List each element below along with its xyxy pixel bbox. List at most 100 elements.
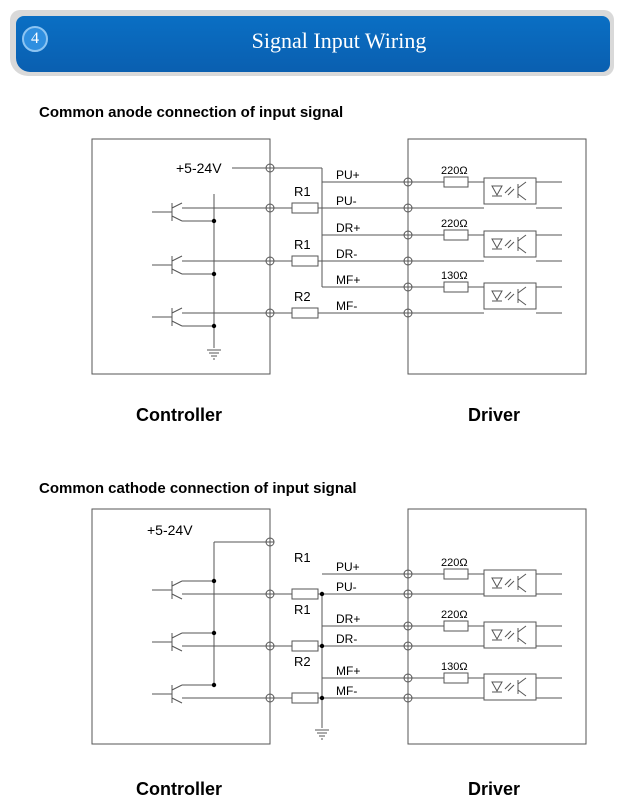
anode-optocoupler-1-photo-e <box>517 246 527 254</box>
cathode-section-title: Common cathode connection of input signa… <box>39 480 357 497</box>
anode-bus-dot-1 <box>211 271 217 277</box>
cathode-wiring-diagram: +5-24VR1R1R2PU+PU-220ΩDR+DR-220ΩMF+MF-13… <box>91 508 587 745</box>
cathode-signal-label-0: PU+ <box>336 560 360 574</box>
cathode-driver-resistor-2 <box>443 672 469 684</box>
cathode-optocoupler-2-diode <box>491 681 503 693</box>
cathode-signal-label-2: DR+ <box>336 612 360 626</box>
cathode-bus-dot-0 <box>211 578 217 584</box>
cathode-optocoupler-2-photo-e <box>517 689 527 697</box>
cathode-resistor-label-0: R1 <box>294 550 311 565</box>
cathode-signal-label-1: PU- <box>336 580 357 594</box>
anode-resistor-label-0: R1 <box>294 184 311 199</box>
cathode-resistor-label-1: R1 <box>294 602 311 617</box>
cathode-controller-label: Controller <box>136 779 223 799</box>
anode-resistor-label-1: R1 <box>294 237 311 252</box>
cathode-optocoupler-0-box <box>483 569 537 597</box>
anode-driver-resistor-1 <box>443 229 469 241</box>
cathode-optocoupler-1-diode <box>491 629 503 641</box>
anode-bus-dot-2 <box>211 323 217 329</box>
cathode-driver-resistor-label-2: 130Ω <box>441 661 468 673</box>
anode-driver-label: Driver <box>468 405 521 425</box>
cathode-driver-resistor-label-1: 220Ω <box>441 609 468 621</box>
cathode-optocoupler-2-box <box>483 673 537 701</box>
anode-optocoupler-2-photo-c <box>517 286 527 294</box>
anode-optocoupler-0-ray1 <box>504 186 512 194</box>
anode-resistor-1 <box>291 255 319 267</box>
anode-driver-resistor-label-0: 220Ω <box>441 165 468 177</box>
cathode-return-dot-2 <box>319 695 325 701</box>
cathode-signal-label-4: MF+ <box>336 664 360 678</box>
header-banner-inner <box>16 16 610 72</box>
anode-optocoupler-0-box <box>483 177 537 205</box>
anode-optocoupler-1-box <box>483 230 537 258</box>
anode-optocoupler-1-photo-c <box>517 234 527 242</box>
cathode-transistor-1-collector <box>171 632 183 639</box>
cathode-return-dot-1 <box>319 643 325 649</box>
anode-driver-resistor-label-2: 130Ω <box>441 270 468 282</box>
cathode-optocoupler-0-photo-e <box>517 585 527 593</box>
anode-signal-label-1: PU- <box>336 194 357 208</box>
cathode-optocoupler-0-diode <box>491 577 503 589</box>
anode-wiring-diagram: +5-24VR1R1R2PU+PU-220ΩDR+DR-220ΩMF+MF-13… <box>91 138 587 375</box>
anode-optocoupler-2-ray2 <box>507 293 515 301</box>
anode-signal-label-2: DR+ <box>336 221 360 235</box>
anode-optocoupler-0-photo-e <box>517 193 527 201</box>
cathode-optocoupler-2-ray2 <box>507 684 515 692</box>
anode-section-title: Common anode connection of input signal <box>39 104 344 121</box>
cathode-optocoupler-1-photo-c <box>517 625 527 633</box>
anode-optocoupler-0-photo-c <box>517 181 527 189</box>
anode-bus-dot-0 <box>211 218 217 224</box>
anode-transistor-2-collector <box>171 307 183 314</box>
cathode-signal-label-5: MF- <box>336 684 357 698</box>
cathode-bus-dot-2 <box>211 682 217 688</box>
anode-optocoupler-2-box <box>483 282 537 310</box>
anode-resistor-0 <box>291 202 319 214</box>
anode-optocoupler-2-diode <box>491 290 503 302</box>
cathode-driver-resistor-1 <box>443 620 469 632</box>
cathode-resistor-label-2: R2 <box>294 654 311 669</box>
anode-optocoupler-1-ray2 <box>507 241 515 249</box>
cathode-optocoupler-2-ray1 <box>504 682 512 690</box>
anode-optocoupler-2-ray1 <box>504 291 512 299</box>
cathode-signal-label-3: DR- <box>336 632 357 646</box>
anode-optocoupler-2-photo-e <box>517 298 527 306</box>
anode-transistor-1-emitter <box>171 268 183 275</box>
cathode-resistor-2 <box>291 692 319 704</box>
anode-optocoupler-0-ray2 <box>507 188 515 196</box>
cathode-return-dot-0 <box>319 591 325 597</box>
anode-signal-label-0: PU+ <box>336 168 360 182</box>
anode-signal-label-5: MF- <box>336 299 357 313</box>
anode-supply-label: +5-24V <box>176 160 222 176</box>
cathode-transistor-2-emitter <box>171 697 183 704</box>
cathode-resistor-0 <box>291 588 319 600</box>
anode-resistor-2 <box>291 307 319 319</box>
anode-resistor-label-2: R2 <box>294 289 311 304</box>
cathode-optocoupler-1-box <box>483 621 537 649</box>
cathode-optocoupler-1-ray1 <box>504 630 512 638</box>
step-number-badge: 4 <box>22 26 48 52</box>
anode-transistor-0-collector <box>171 202 183 209</box>
cathode-transistor-0-collector <box>171 580 183 587</box>
cathode-optocoupler-0-ray1 <box>504 578 512 586</box>
anode-controller-label: Controller <box>136 405 223 425</box>
anode-transistor-1-collector <box>171 255 183 262</box>
anode-driver-resistor-label-1: 220Ω <box>441 218 468 230</box>
cathode-driver-label: Driver <box>468 779 521 799</box>
cathode-driver-resistor-label-0: 220Ω <box>441 557 468 569</box>
cathode-bus-dot-1 <box>211 630 217 636</box>
cathode-optocoupler-1-ray2 <box>507 632 515 640</box>
cathode-transistor-2-collector <box>171 684 183 691</box>
anode-optocoupler-1-ray1 <box>504 239 512 247</box>
anode-driver-resistor-0 <box>443 176 469 188</box>
anode-signal-label-3: DR- <box>336 247 357 261</box>
page-title: Signal Input Wiring <box>251 28 427 53</box>
cathode-transistor-0-emitter <box>171 593 183 600</box>
cathode-transistor-1-emitter <box>171 645 183 652</box>
anode-transistor-2-emitter <box>171 320 183 327</box>
cathode-supply-label: +5-24V <box>147 522 193 538</box>
header-banner <box>10 10 614 76</box>
cathode-resistor-1 <box>291 640 319 652</box>
cathode-optocoupler-0-ray2 <box>507 580 515 588</box>
anode-transistor-0-emitter <box>171 215 183 222</box>
cathode-driver-resistor-0 <box>443 568 469 580</box>
